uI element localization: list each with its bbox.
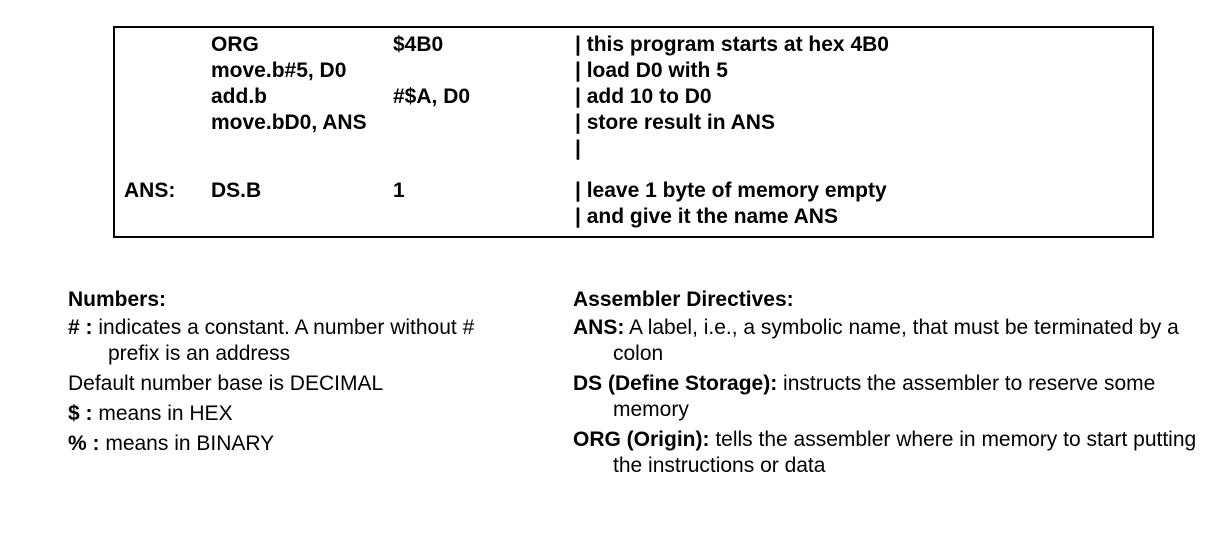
directives-section: Assembler Directives: ANS: A label, i.e.…: [573, 287, 1213, 483]
code-comment: | store result in ANS: [575, 111, 775, 134]
code-line: ANS: DS.B 1 | leave 1 byte of memory emp…: [115, 178, 1152, 204]
code-line: | and give it the name ANS: [115, 204, 1152, 230]
numbers-section: Numbers: # : indicates a constant. A num…: [68, 287, 508, 461]
code-instruction: DS.B: [211, 179, 262, 202]
numbers-item: % : means in BINARY: [68, 431, 508, 457]
numbers-item-term: % :: [68, 432, 100, 455]
numbers-item: # : indicates a constant. A number witho…: [68, 315, 508, 367]
code-instruction: add.b: [211, 85, 267, 108]
directive-item-text: tells the assembler where in memory to s…: [613, 428, 1197, 477]
code-instruction: move.b#5, D0: [211, 59, 347, 82]
code-comment: | leave 1 byte of memory empty: [575, 179, 887, 202]
code-operand: #$A, D0: [393, 85, 471, 108]
code-line: move.b#5, D0 | load D0 with 5: [115, 58, 1152, 84]
code-comment: | load D0 with 5: [575, 59, 728, 82]
directive-item-term: ORG (Origin):: [573, 428, 710, 451]
directive-item-text: A label, i.e., a symbolic name, that mus…: [613, 316, 1179, 365]
directives-heading: Assembler Directives:: [573, 288, 794, 311]
numbers-item-term: $ :: [68, 402, 93, 425]
code-operand: $4B0: [393, 33, 444, 56]
code-comment: | and give it the name ANS: [575, 205, 838, 228]
directive-item: ANS: A label, i.e., a symbolic name, tha…: [573, 315, 1213, 367]
numbers-item-text: means in BINARY: [99, 432, 275, 455]
numbers-item-text: indicates a constant. A number without #…: [92, 316, 475, 365]
code-line: ORG $4B0 | this program starts at hex 4B…: [115, 32, 1152, 58]
code-operand: 1: [393, 179, 405, 202]
code-label: ANS:: [124, 179, 176, 202]
directive-item-term: ANS:: [573, 316, 625, 339]
directive-item-term: DS (Define Storage):: [573, 372, 778, 395]
code-comment: |: [575, 137, 581, 160]
code-line: |: [115, 136, 1152, 162]
numbers-item-term: # :: [68, 316, 93, 339]
code-instruction: move.bD0, ANS: [211, 111, 367, 134]
numbers-item-text: means in HEX: [92, 402, 233, 425]
code-comment: | add 10 to D0: [575, 85, 712, 108]
code-listing: ORG $4B0 | this program starts at hex 4B…: [113, 26, 1154, 238]
code-instruction: ORG: [211, 33, 259, 56]
numbers-item: Default number base is DECIMAL: [68, 371, 508, 397]
numbers-item: $ : means in HEX: [68, 401, 508, 427]
directive-item-text: instructs the assembler to reserve some …: [613, 372, 1156, 421]
code-line: add.b #$A, D0 | add 10 to D0: [115, 84, 1152, 110]
directive-item: ORG (Origin): tells the assembler where …: [573, 427, 1213, 479]
code-comment: | this program starts at hex 4B0: [575, 33, 889, 56]
directive-item: DS (Define Storage): instructs the assem…: [573, 371, 1213, 423]
numbers-heading: Numbers:: [68, 288, 167, 311]
numbers-item-text: Default number base is DECIMAL: [68, 372, 384, 395]
code-line: move.bD0, ANS | store result in ANS: [115, 110, 1152, 136]
